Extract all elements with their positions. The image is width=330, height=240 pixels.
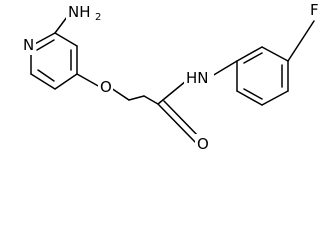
ether-oxygen-label: O — [100, 78, 112, 96]
carbonyl-oxygen-label: O — [197, 135, 209, 153]
phenyl-bond-c4-c5 — [261, 90, 289, 106]
ether-oxygen-label-background — [98, 77, 113, 96]
ether-ch2-bond — [110, 87, 130, 101]
amide-nitrogen-label: HN — [186, 69, 209, 87]
amine-label-background — [66, 2, 108, 21]
molecule-diagram: NH 2 N O HN O F — [21, 1, 322, 153]
fluorine-label: F — [310, 1, 319, 19]
phenyl-inner-double-bond-top — [243, 52, 263, 64]
carbonyl-oxygen-label-background — [195, 134, 211, 153]
pyridine-nitrogen-label: N — [23, 36, 34, 54]
fluorine-label-background — [308, 1, 322, 20]
amine-bond — [54, 16, 68, 34]
phenyl-bond-c5-c6 — [236, 90, 263, 106]
amine-label: NH — [68, 3, 91, 21]
pyridine-bond-c4-c5 — [54, 73, 78, 90]
pyridine-ether-bond — [76, 73, 101, 88]
phenyl-bond-c2-c3 — [261, 46, 289, 62]
pyridine-inner-double-bond-bottom — [37, 69, 55, 82]
amide-nitrogen-label-background — [184, 68, 214, 87]
bond-layer — [30, 16, 315, 145]
amine-subscript: 2 — [95, 12, 101, 23]
pyridine-bond-c2-c3 — [54, 32, 78, 47]
chemical-structure-canvas: NH 2 N O HN O F — [21, 1, 322, 153]
pyridine-bond-c5-c6 — [30, 73, 56, 90]
phenyl-inner-double-bond-bottom — [243, 88, 263, 100]
carbonyl-double-bond-inner — [163, 100, 202, 140]
phenyl-bond-c1-c2 — [236, 46, 263, 62]
carbonyl-to-nitrogen-bond — [157, 80, 187, 105]
carbonyl-double-bond-outer — [157, 103, 198, 145]
pyridine-nitrogen-label-background — [21, 36, 36, 55]
carbonyl-c-to-ch2-join — [143, 95, 159, 105]
nitrogen-to-phenyl-bond — [211, 60, 238, 77]
ch2-carbonyl-bond — [128, 95, 145, 101]
atom-label-layer: NH 2 N O HN O F — [21, 1, 322, 153]
fluorine-bond — [287, 20, 315, 62]
pyridine-inner-double-bond-top — [36, 39, 55, 51]
